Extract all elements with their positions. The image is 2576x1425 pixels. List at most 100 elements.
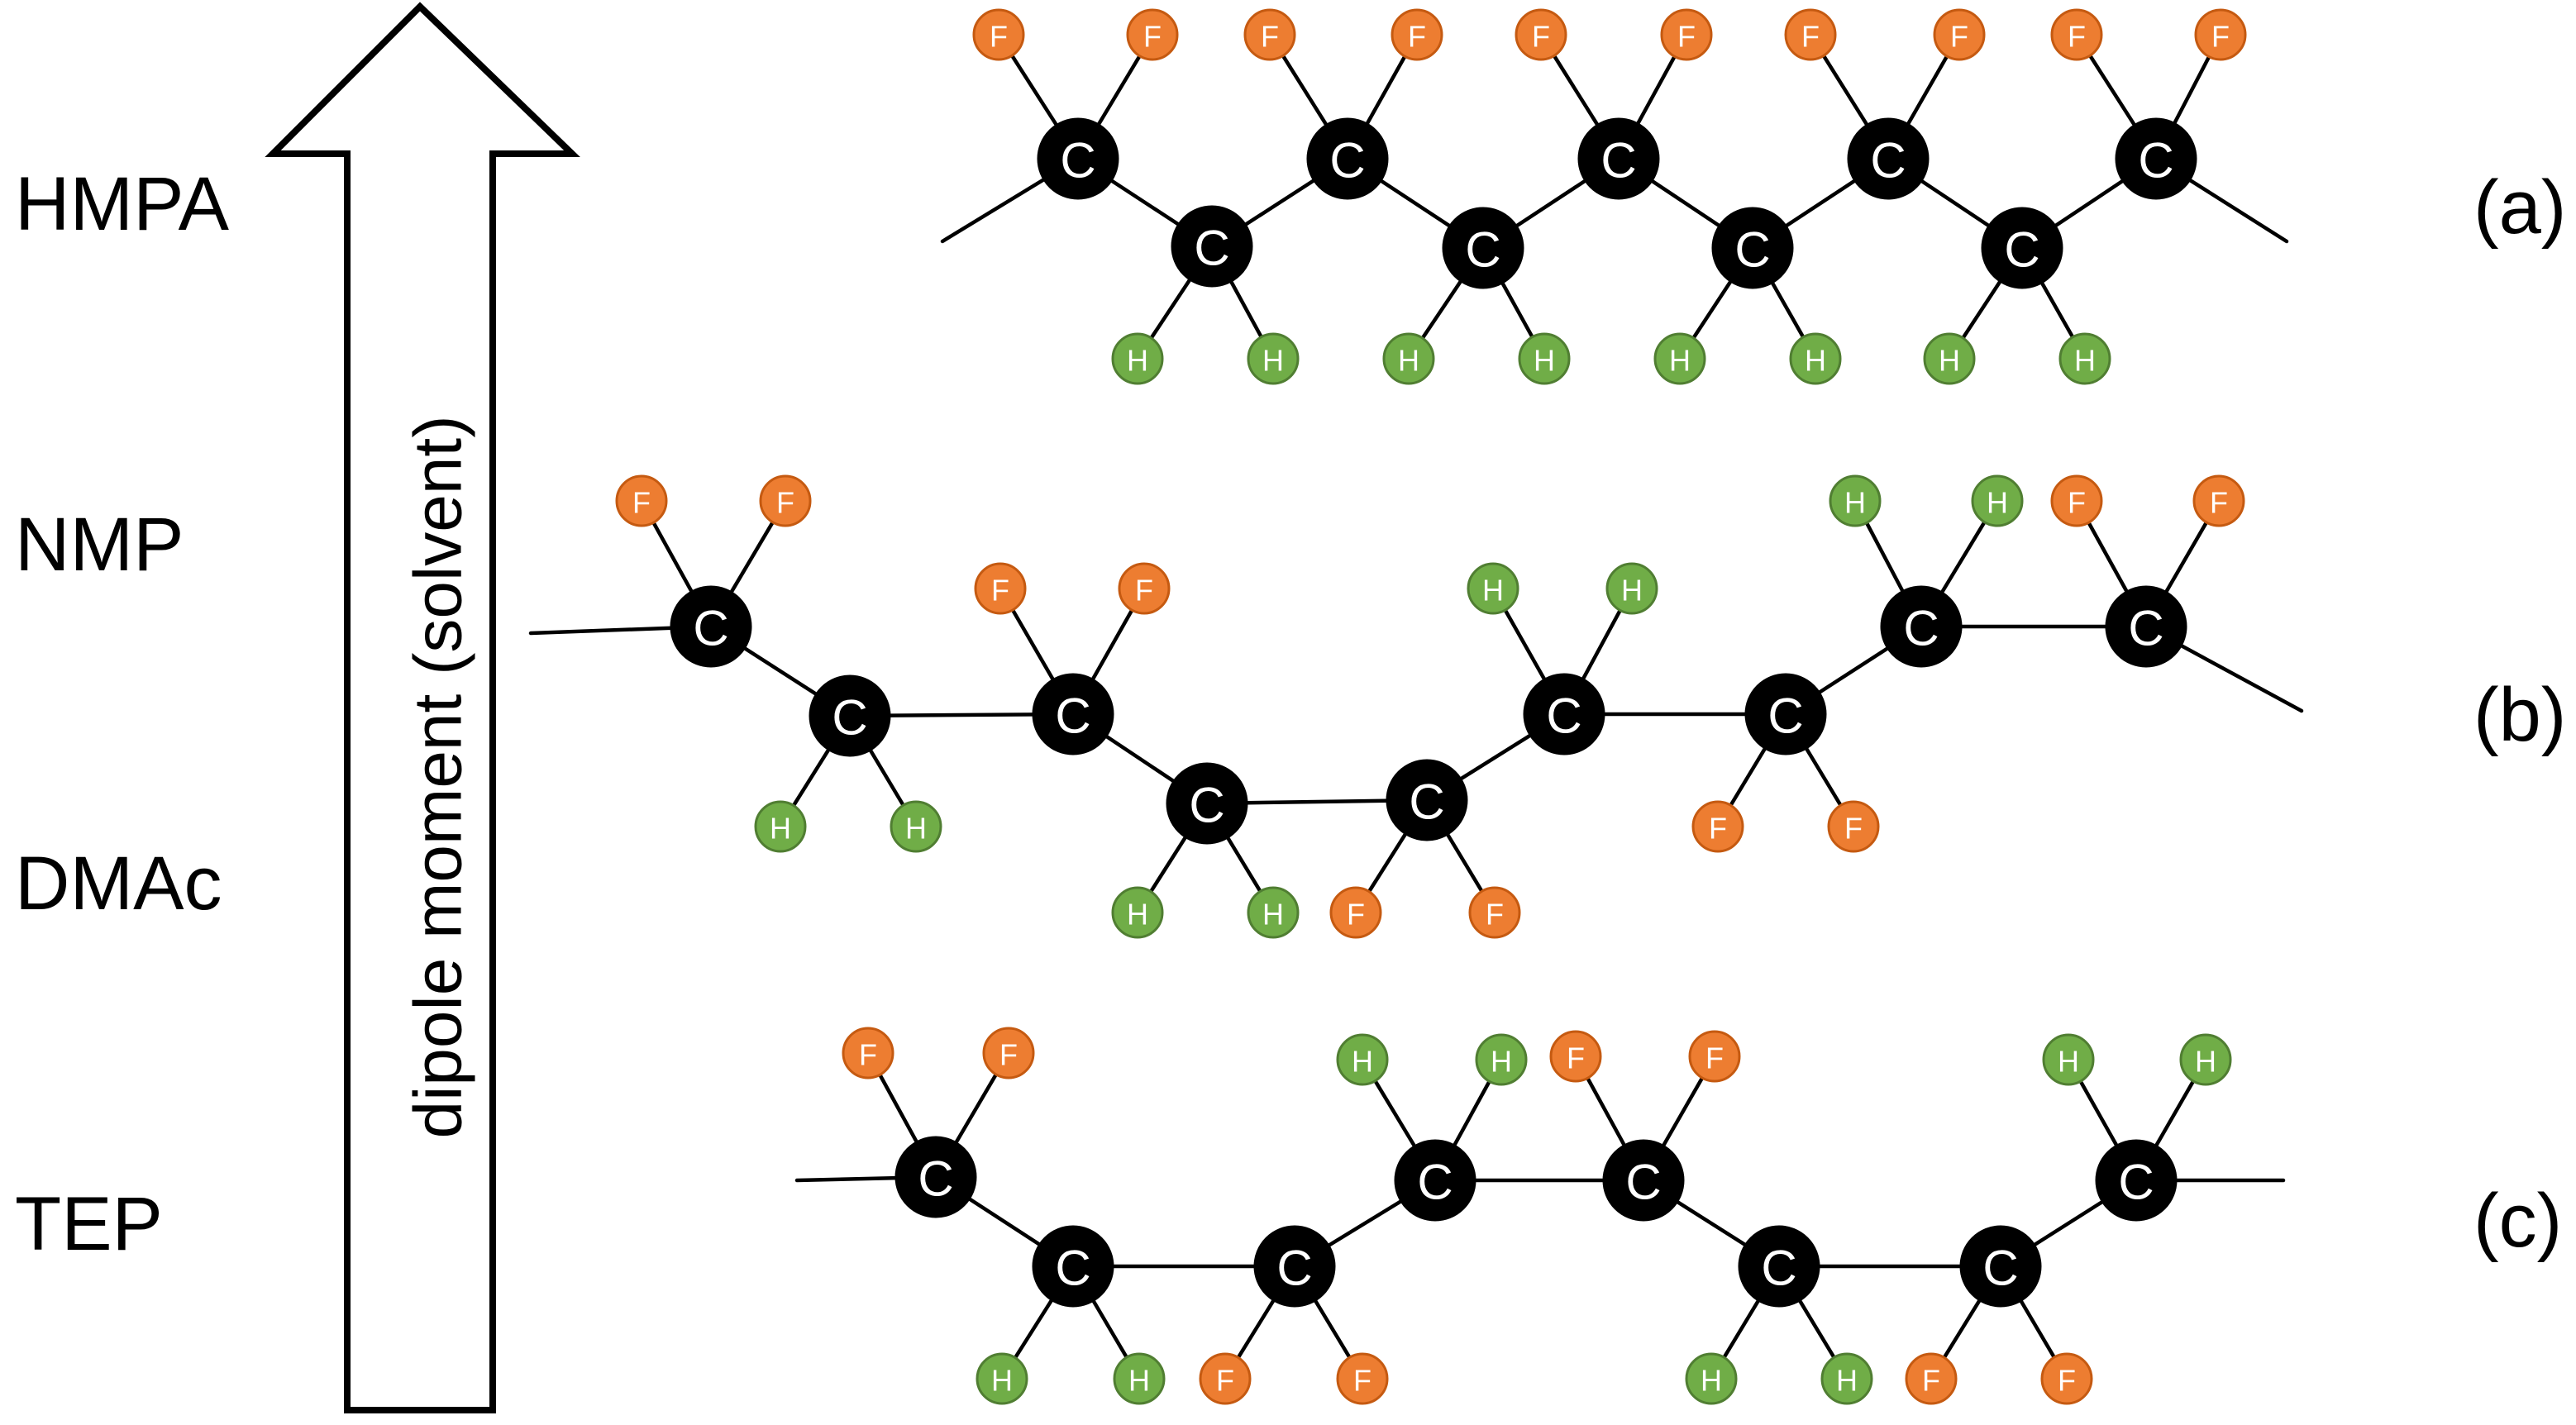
carbon-atom: C [1253, 1225, 1336, 1308]
carbon-atom-circle [670, 585, 752, 668]
hydrogen-atom-circle [1113, 1352, 1166, 1405]
carbon-atom: C [670, 585, 752, 668]
hydrogen-atom-symbol: H [1844, 486, 1866, 520]
fluorine-atom-symbol: F [990, 20, 1008, 54]
fluorine-atom: F [759, 474, 812, 527]
hydrogen-atom-circle [890, 800, 942, 853]
carbon-atom-circle [1602, 1139, 1685, 1222]
fluorine-atom-symbol: F [1135, 574, 1153, 608]
fluorine-atom-symbol: F [1216, 1364, 1234, 1398]
fluorine-atom-symbol: F [632, 486, 651, 520]
fluorine-atom-circle [1905, 1352, 1958, 1405]
carbon-atom-circle [1166, 762, 1248, 845]
hydrogen-atom: H [1113, 1352, 1166, 1405]
hydrogen-atom: H [1685, 1352, 1738, 1405]
fluorine-atom: F [2040, 1352, 2093, 1405]
carbon-atom: C [1032, 1225, 1114, 1308]
fluorine-atom-symbol: F [1347, 898, 1365, 932]
fluorine-atom-circle [2040, 1352, 2093, 1405]
fluorine-atom-circle [2192, 474, 2245, 527]
hydrogen-atom: H [1247, 332, 1300, 385]
hydrogen-atom: H [1518, 332, 1571, 385]
hydrogen-atom: H [976, 1352, 1028, 1405]
hydrogen-atom: H [1605, 562, 1658, 615]
carbon-atom-circle [1738, 1225, 1820, 1308]
hydrogen-atom-circle [1475, 1033, 1528, 1086]
carbon-atom: C [1386, 759, 1468, 841]
carbon-atom-symbol: C [1734, 222, 1770, 278]
fluorine-atom-circle [982, 1027, 1035, 1079]
hydrogen-atom-circle [1111, 886, 1164, 939]
hydrogen-atom-symbol: H [1127, 898, 1148, 932]
fluorine-atom-symbol: F [999, 1038, 1018, 1072]
carbon-atom: C [1847, 117, 1930, 200]
hydrogen-atom-circle [1247, 886, 1300, 939]
panel-label-a: (a) [2473, 165, 2566, 250]
panel-label-b: (b) [2473, 673, 2566, 757]
hydrogen-atom: H [1111, 332, 1164, 385]
carbon-atom-symbol: C [2128, 601, 2163, 656]
hydrogen-atom: H [2179, 1033, 2232, 1086]
fluorine-atom-circle [1336, 1352, 1389, 1405]
fluorine-atom-circle [1549, 1030, 1602, 1083]
hydrogen-atom-circle [1518, 332, 1571, 385]
carbon-atom: C [1880, 585, 1963, 668]
hydrogen-atom-symbol: H [2195, 1045, 2216, 1079]
dipole-arrow-label: dipole moment (solvent) [401, 415, 476, 1138]
hydrogen-atom-symbol: H [991, 1364, 1013, 1398]
hydrogen-atom-symbol: H [1262, 344, 1284, 378]
carbon-atom-circle [1306, 117, 1389, 200]
carbon-atom-circle [1981, 207, 2063, 289]
hydrogen-atom-circle [1382, 332, 1435, 385]
fluorine-atom-circle [2050, 474, 2103, 527]
carbon-atom-circle [1386, 759, 1468, 841]
fluorine-atom-symbol: F [2068, 486, 2086, 520]
carbon-atom: C [894, 1136, 977, 1218]
carbon-atom-circle [2105, 585, 2187, 668]
fluorine-atom: F [1118, 562, 1171, 615]
fluorine-atom: F [982, 1027, 1035, 1079]
carbon-atom: C [1037, 117, 1119, 200]
fluorine-atom: F [1515, 8, 1567, 61]
solvent-label-hmpa: HMPA [15, 162, 230, 246]
fluorine-atom-circle [1391, 8, 1443, 61]
fluorine-atom-circle [1660, 8, 1713, 61]
carbon-atom-symbol: C [1060, 133, 1095, 188]
carbon-atom-circle [1394, 1139, 1476, 1222]
fluorine-atom-circle [1199, 1352, 1252, 1405]
fluorine-atom-symbol: F [1143, 20, 1162, 54]
fluorine-atom-circle [615, 474, 668, 527]
carbon-atom-symbol: C [1189, 778, 1224, 833]
fluorine-atom-circle [1827, 800, 1880, 853]
carbon-atom-symbol: C [1409, 774, 1444, 830]
carbon-atom-symbol: C [1625, 1155, 1661, 1210]
fluorine-atom: F [2050, 8, 2103, 61]
fluorine-atom: F [1126, 8, 1179, 61]
fluorine-atom: F [1549, 1030, 1602, 1083]
carbon-atom-circle [1523, 673, 1605, 755]
carbon-atom-circle [1847, 117, 1930, 200]
fluorine-atom-symbol: F [1705, 1041, 1724, 1075]
fluorine-atom-symbol: F [1567, 1041, 1585, 1075]
fluorine-atom: F [615, 474, 668, 527]
carbon-atom-circle [1037, 117, 1119, 200]
carbon-atom-symbol: C [1600, 133, 1636, 188]
hydrogen-atom-circle [2058, 332, 2111, 385]
carbon-atom-symbol: C [1329, 133, 1365, 188]
hydrogen-atom-circle [1247, 332, 1300, 385]
hydrogen-atom-symbol: H [1127, 344, 1148, 378]
panel-label-c: (c) [2473, 1179, 2562, 1263]
fluorine-atom-circle [1688, 1030, 1741, 1083]
fluorine-atom-circle [2194, 8, 2247, 61]
carbon-atom-symbol: C [1982, 1241, 2018, 1296]
carbon-atom: C [1602, 1139, 1685, 1222]
solvent-label-nmp: NMP [15, 503, 184, 587]
fluorine-atom: F [2050, 474, 2103, 527]
fluorine-atom-circle [759, 474, 812, 527]
carbon-atom: C [1442, 207, 1524, 289]
carbon-atom-circle [2115, 117, 2197, 200]
hydrogen-atom: H [1829, 474, 1882, 527]
